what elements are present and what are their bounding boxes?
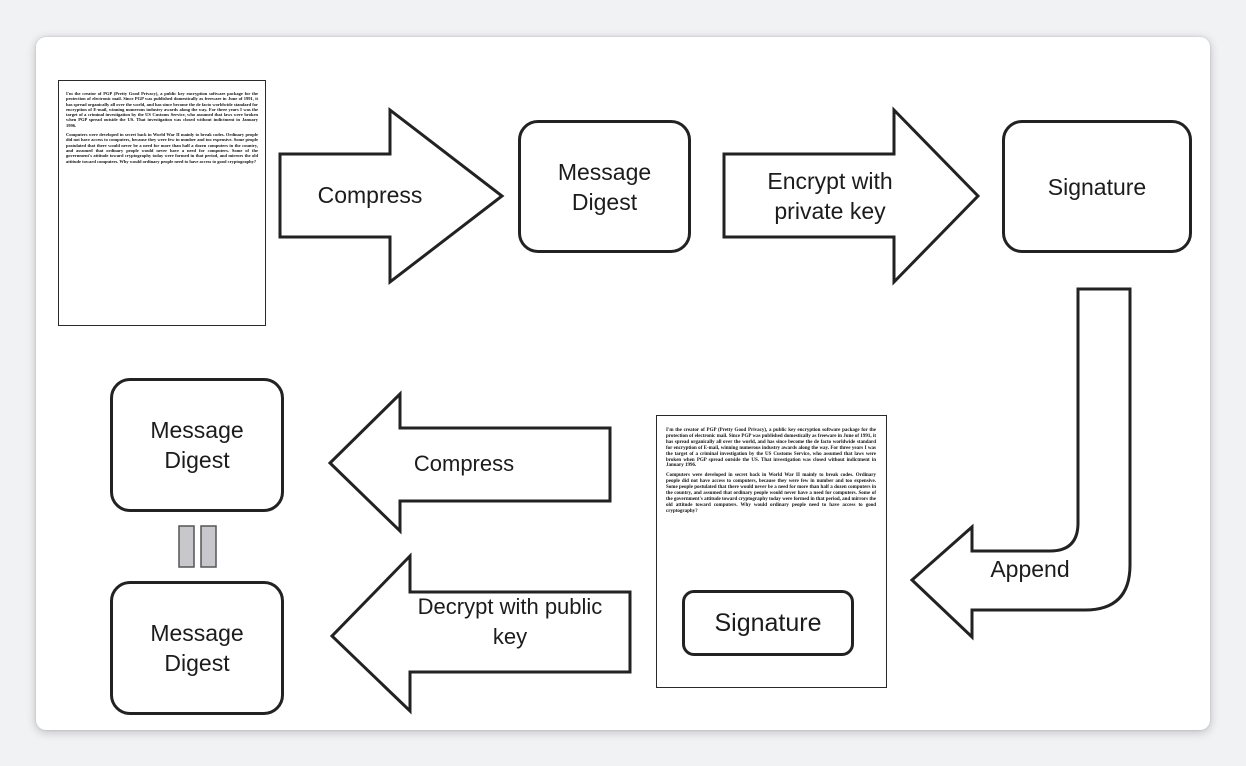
message-digest-text-line1: Message xyxy=(557,158,652,185)
append-text: Append xyxy=(990,556,1070,582)
encrypt-arrow xyxy=(722,106,981,286)
signature-text: Signature xyxy=(1047,173,1147,200)
compress-arrow xyxy=(278,106,505,286)
decrypt-text-line1: Decrypt with public xyxy=(417,594,603,619)
encrypt-text-line1: Encrypt with xyxy=(767,168,893,194)
encrypt-text-line2: private key xyxy=(774,198,886,224)
computed-digest-text-line1: Message xyxy=(150,417,244,443)
append-label: Append xyxy=(982,554,1078,584)
message-digest-text-line2: Digest xyxy=(571,188,638,215)
attached-signature-text: Signature xyxy=(714,609,822,637)
encrypt-label: Encrypt with private key xyxy=(736,166,924,226)
compress-reverse-text: Compress xyxy=(413,451,515,476)
decrypt-text-line2: key xyxy=(492,624,528,649)
document-paragraph: I'm the creator of PGP (Pretty Good Priv… xyxy=(66,91,258,128)
equals-bar-right xyxy=(200,525,217,568)
message-digest-box: Message Digest xyxy=(518,120,691,253)
decrypt-label: Decrypt with public key xyxy=(400,592,620,652)
decrypted-digest-box: Message Digest xyxy=(110,581,284,715)
document-paragraph: Computers were developed in secret back … xyxy=(66,132,258,164)
computed-digest-box: Message Digest xyxy=(110,378,284,512)
diagram-shapes xyxy=(178,106,1132,715)
decrypted-digest-text-line1: Message xyxy=(150,620,244,646)
compress-arrow-reverse xyxy=(327,390,612,535)
equals-bar-left xyxy=(178,525,195,568)
compress-text: Compress xyxy=(317,182,423,208)
signature-box: Signature xyxy=(1002,120,1192,253)
source-document: I'm the creator of PGP (Pretty Good Priv… xyxy=(58,80,266,326)
attached-signature-box: Signature xyxy=(682,590,854,656)
diagram-canvas: I'm the creator of PGP (Pretty Good Priv… xyxy=(36,37,1210,730)
document-paragraph: Computers were developed in secret back … xyxy=(666,473,876,514)
document-paragraph: I'm the creator of PGP (Pretty Good Priv… xyxy=(666,428,876,469)
decrypt-arrow xyxy=(329,552,632,715)
decrypted-digest-text-line2: Digest xyxy=(164,650,230,676)
append-arrow xyxy=(909,287,1132,641)
computed-digest-text-line2: Digest xyxy=(164,447,230,473)
compress-reverse-label: Compress xyxy=(394,449,534,479)
compress-label: Compress xyxy=(300,180,440,210)
